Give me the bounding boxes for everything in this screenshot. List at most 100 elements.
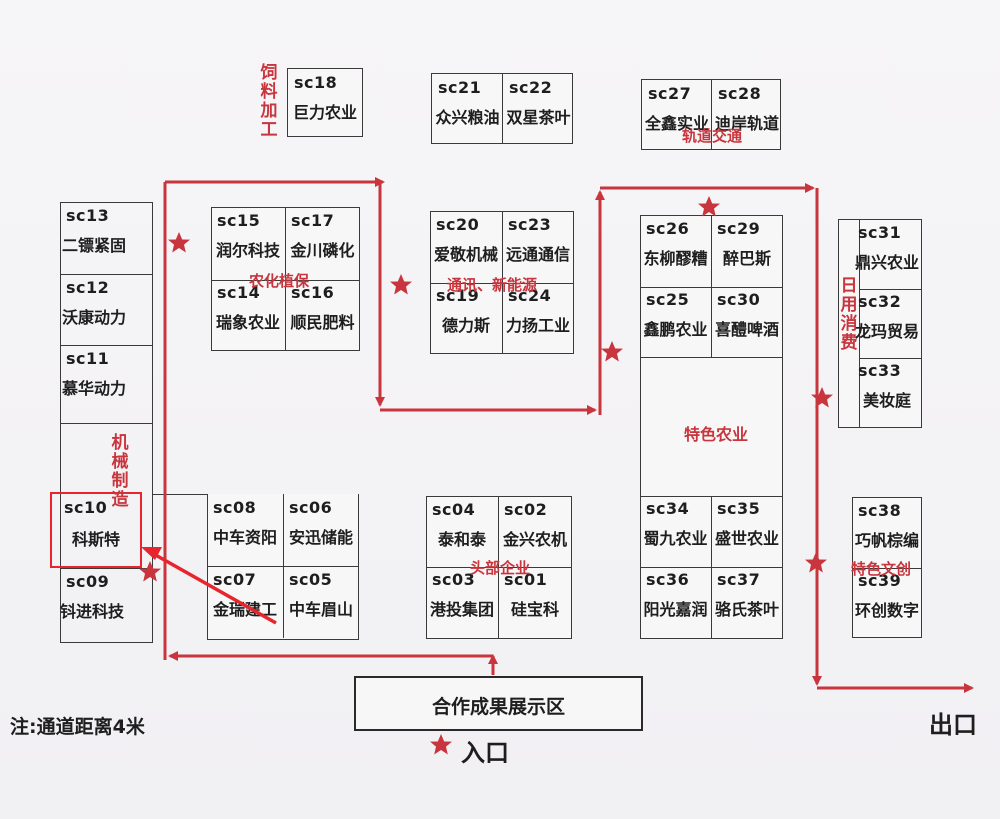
star-icon xyxy=(805,552,827,573)
booth-sc24[interactable]: sc24 力扬工业 xyxy=(502,282,574,354)
booth-sc29[interactable]: sc29 醉巴斯 xyxy=(711,215,783,286)
booth-code: sc06 xyxy=(289,498,333,517)
star-icon xyxy=(390,274,412,295)
booth-sc15[interactable]: sc15 润尔科技 xyxy=(211,207,285,279)
booth-group-leading xyxy=(426,496,572,639)
booth-sc02[interactable]: sc02 金兴农机 xyxy=(498,496,572,566)
star-icon xyxy=(698,196,720,217)
booth-code: sc32 xyxy=(858,292,902,311)
booth-sc14[interactable]: sc14 瑞象农业 xyxy=(211,279,285,351)
booth-sc20[interactable]: sc20 爱敬机械 xyxy=(430,211,502,282)
booth-name: 力扬工业 xyxy=(505,316,570,335)
booth-code: sc01 xyxy=(504,570,548,589)
aisle-width-note: 注:通道距离4米 xyxy=(10,716,145,738)
booth-sc32[interactable]: sc32 龙玛贸易 xyxy=(852,288,922,357)
booth-sc04[interactable]: sc04 泰和泰 xyxy=(426,496,498,566)
booth-sc26[interactable]: sc26 东柳醪糟 xyxy=(640,215,711,286)
showcase-area[interactable]: 合作成果展示区 xyxy=(354,676,643,731)
booth-sc09[interactable]: sc09 钭进科技 xyxy=(60,568,153,643)
booth-code: sc04 xyxy=(432,500,476,519)
booth-sc30[interactable]: sc30 喜醴啤酒 xyxy=(711,286,783,356)
booth-name: 泰和泰 xyxy=(437,530,486,549)
star-icon xyxy=(811,387,833,408)
star-icon xyxy=(139,561,161,582)
booth-name: 金川磷化 xyxy=(290,241,355,260)
booth-name: 中车资阳 xyxy=(212,528,277,547)
entrance-label: 入口 xyxy=(461,739,509,767)
booth-sc21[interactable]: sc21 众兴粮油 xyxy=(432,74,503,145)
booth-name: 醉巴斯 xyxy=(722,249,771,268)
booth-sc05[interactable]: sc05 中车眉山 xyxy=(283,566,359,640)
booth-sc38[interactable]: sc38 巧帆棕编 xyxy=(852,497,922,567)
booth-code: sc19 xyxy=(436,286,480,305)
booth-sc16[interactable]: sc16 顺民肥料 xyxy=(285,279,360,351)
booth-name: 迪岸轨道 xyxy=(714,114,779,133)
booth-sc36[interactable]: sc36 阳光嘉润 xyxy=(640,566,711,639)
booth-code: sc37 xyxy=(717,570,761,589)
booth-name: 环创数字 xyxy=(854,601,919,620)
zone-label-specialty-ag: 特色农业 xyxy=(684,425,749,444)
booth-name: 骆氏茶叶 xyxy=(714,600,779,619)
booth-sc06[interactable]: sc06 安迅储能 xyxy=(283,494,359,566)
booth-name: 润尔科技 xyxy=(215,241,280,260)
booth-code: sc38 xyxy=(858,501,902,520)
showcase-label: 合作成果展示区 xyxy=(431,696,565,718)
booth-code: sc24 xyxy=(508,286,552,305)
booth-name: 科斯特 xyxy=(71,530,120,549)
booth-name: 鑫鹏农业 xyxy=(643,320,708,339)
booth-code: sc31 xyxy=(858,223,902,242)
booth-sc11[interactable]: sc11 慕华动力 xyxy=(60,345,153,423)
booth-sc17[interactable]: sc17 金川磷化 xyxy=(285,207,360,279)
booth-name: 全鑫实业 xyxy=(644,114,709,133)
booth-name: 瑞象农业 xyxy=(215,313,280,332)
booth-sc39[interactable]: sc39 环创数字 xyxy=(852,567,922,638)
zone-label-feed: 饲料加工 xyxy=(260,63,278,140)
booth-name: 盛世农业 xyxy=(714,529,779,548)
booth-name: 德力斯 xyxy=(441,316,490,335)
booth-sc28[interactable]: sc28 迪岸轨道 xyxy=(712,80,782,151)
booth-name: 港投集团 xyxy=(429,600,494,619)
booth-name: 美妆庭 xyxy=(862,391,911,410)
booth-code: sc30 xyxy=(717,290,761,309)
star-icon xyxy=(430,734,452,755)
booth-sc25[interactable]: sc25 鑫鹏农业 xyxy=(640,286,711,356)
zone-label-leading: 头部企业 xyxy=(470,559,531,577)
booth-name: 硅宝科 xyxy=(510,600,559,619)
booth-sc31[interactable]: sc31 鼎兴农业 xyxy=(852,219,922,288)
booth-group-agrochem xyxy=(211,207,360,351)
booth-code: sc25 xyxy=(646,290,690,309)
booth-sc37[interactable]: sc37 骆氏茶叶 xyxy=(711,566,783,639)
booth-sc35[interactable]: sc35 盛世农业 xyxy=(711,495,783,566)
booth-group-consumer xyxy=(838,219,922,428)
booth-sc03[interactable]: sc03 港投集团 xyxy=(426,566,498,639)
booth-sc12[interactable]: sc12 沃康动力 xyxy=(60,274,153,344)
booth-sc08[interactable]: sc08 中车资阳 xyxy=(207,494,283,566)
booth-group-specialty-ag xyxy=(640,215,783,639)
booth-sc23[interactable]: sc23 远通通信 xyxy=(502,211,574,282)
booth-code: sc27 xyxy=(648,84,692,103)
booth-sc01[interactable]: sc01 硅宝科 xyxy=(498,566,572,639)
booth-code: sc05 xyxy=(289,570,333,589)
booth-sc19[interactable]: sc19 德力斯 xyxy=(430,282,502,354)
booth-code: sc18 xyxy=(294,73,338,92)
booth-sc34[interactable]: sc34 蜀九农业 xyxy=(640,495,711,566)
booth-sc33[interactable]: sc33 美妆庭 xyxy=(852,357,922,428)
booth-sc22[interactable]: sc22 双星茶叶 xyxy=(503,74,574,145)
highlight-pointer-arrow xyxy=(141,547,277,625)
booth-sc18[interactable]: sc18 巨力农业 xyxy=(287,68,363,137)
booth-name: 慕华动力 xyxy=(62,379,127,398)
booth-sc13[interactable]: sc13 二镖紧固 xyxy=(60,202,153,274)
booth-name: 喜醴啤酒 xyxy=(714,320,779,339)
booth-name: 中车眉山 xyxy=(288,600,353,619)
booth-sc10[interactable]: sc10 科斯特 xyxy=(50,492,142,568)
booth-code: sc15 xyxy=(217,211,261,230)
booth-sc27[interactable]: sc27 全鑫实业 xyxy=(642,80,712,151)
booth-name: 巨力农业 xyxy=(292,103,357,122)
booth-name: 钭进科技 xyxy=(60,602,125,621)
booth-code: sc26 xyxy=(646,219,690,238)
booth-code: sc13 xyxy=(66,206,110,225)
booth-code: sc03 xyxy=(432,570,476,589)
zone-label-cultural: 特色文创 xyxy=(851,560,912,578)
booth-name: 双星茶叶 xyxy=(506,108,571,127)
